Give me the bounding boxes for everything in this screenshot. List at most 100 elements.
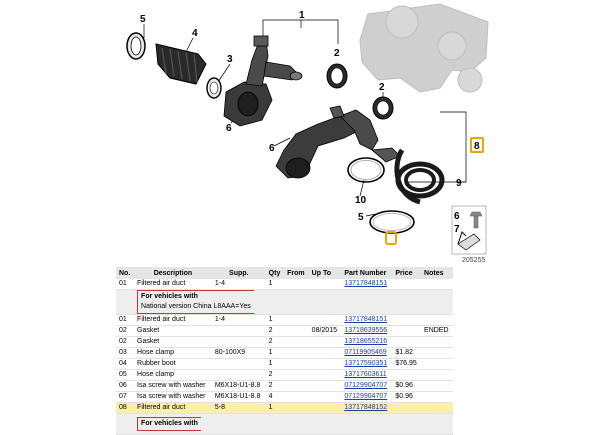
cell-upto [308,369,342,381]
cell-no: 04 [116,358,135,370]
cell-supp [211,358,266,370]
part-number-link[interactable]: 13717848152 [344,404,388,411]
note-line2: National version China [141,303,212,310]
col-supp: Supp. [211,267,266,279]
gasket-2-lower [372,96,394,120]
cell-notes [421,402,453,414]
cell-qty: 2 [265,380,285,392]
part-number-link[interactable]: 13717848151 [344,280,388,287]
cell-part-number: 13717848151 [341,279,393,290]
gasket-2-top [326,63,348,89]
cell-supp: 80-100X9 [211,347,266,359]
note-line1: For vehicles with [141,293,198,300]
cell-upto [308,391,342,403]
cell-no: 08 [116,402,135,414]
cell-part-number: 13717848151 [341,314,393,326]
cell-supp: M6X18-U1-8.8 [211,391,266,403]
cell-upto [308,402,342,414]
cell-from [284,347,309,359]
col-description: Description [134,267,212,279]
cell-no: 05 [116,369,135,381]
cell-description: Isa screw with washer [134,380,212,392]
callout-1[interactable]: 1 [299,10,305,21]
filtered-air-duct-1 [223,35,303,127]
cell-price [392,314,422,326]
cell-description: Hose clamp [134,369,212,381]
cell-qty: 1 [265,279,285,290]
col-no: No. [116,267,135,279]
note-value: L8AAA=Yes [213,303,251,310]
part-number-link[interactable]: 13717603611 [344,371,387,378]
part-number-link[interactable]: 07129904707 [344,382,388,389]
callout-7-legend[interactable]: 7 [454,224,460,235]
part-number-link[interactable]: 07129904707 [344,393,388,400]
hose-clamp-10 [347,157,385,183]
rubber-boot-4 [155,43,207,85]
turbocharger-illustration [359,3,489,93]
cell-description: Rubber boot [134,358,212,370]
cell-upto [308,279,342,290]
callout-6-legend[interactable]: 6 [454,211,460,222]
callout-4[interactable]: 4 [192,28,198,39]
cell-description: Filtered air duct [134,279,212,290]
cell-qty: 1 [265,402,285,414]
cell-from [284,369,309,381]
diagram-number: 205255 [462,257,485,264]
cell-price [392,336,422,348]
cell-price [392,325,422,337]
cell-no: 06 [116,380,135,392]
callout-2-top[interactable]: 2 [334,48,340,59]
rubber-hose-9 [394,148,445,205]
cell-description: Filtered air duct [134,314,212,326]
cell-part-number: 13717603611 [341,369,393,381]
part-number-link[interactable]: 13717848151 [344,316,388,323]
cell-supp [211,325,266,337]
cell-price: $0.96 [392,391,422,403]
cell-from [284,336,309,348]
callout-9[interactable]: 9 [456,178,462,189]
cell-supp: 5-8 [211,402,266,414]
note-box: For vehicles with [137,417,201,431]
cell-no: 01 [116,279,135,290]
callout-6-lower[interactable]: 6 [269,143,275,154]
cell-price: $0.96 [392,380,422,392]
callout-2-lower[interactable]: 2 [379,82,385,93]
cell-from [284,279,309,290]
callout-3[interactable]: 3 [227,54,233,65]
cell-no: 02 [116,325,135,337]
callout-5-bottom[interactable]: 5 [358,212,364,223]
cell-price [392,402,422,414]
cell-no: 03 [116,347,135,359]
cell-supp: M6X18-U1-8.8 [211,380,266,392]
callout-10[interactable]: 10 [355,195,367,206]
callout-8[interactable]: 8 [474,141,480,152]
cell-qty: 1 [265,358,285,370]
hose-clamp-5-top [126,32,146,60]
callout-6-upper[interactable]: 6 [226,123,232,134]
table-header-row: No. Description Supp. Qty From Up To Par… [116,267,453,279]
col-upto: Up To [308,267,342,279]
part-number-link[interactable]: 13717590351 [344,360,388,367]
part-number-link[interactable]: 07119905469 [344,349,387,356]
cell-upto [308,358,342,370]
cell-part-number: 13717590351 [341,358,393,370]
cell-notes [421,369,453,381]
cell-price [392,369,422,381]
cell-from [284,314,309,326]
part-number-link[interactable]: 13718639556 [344,327,388,334]
callout-5-top[interactable]: 5 [140,14,146,25]
part-number-link[interactable]: 13718655216 [344,338,388,345]
